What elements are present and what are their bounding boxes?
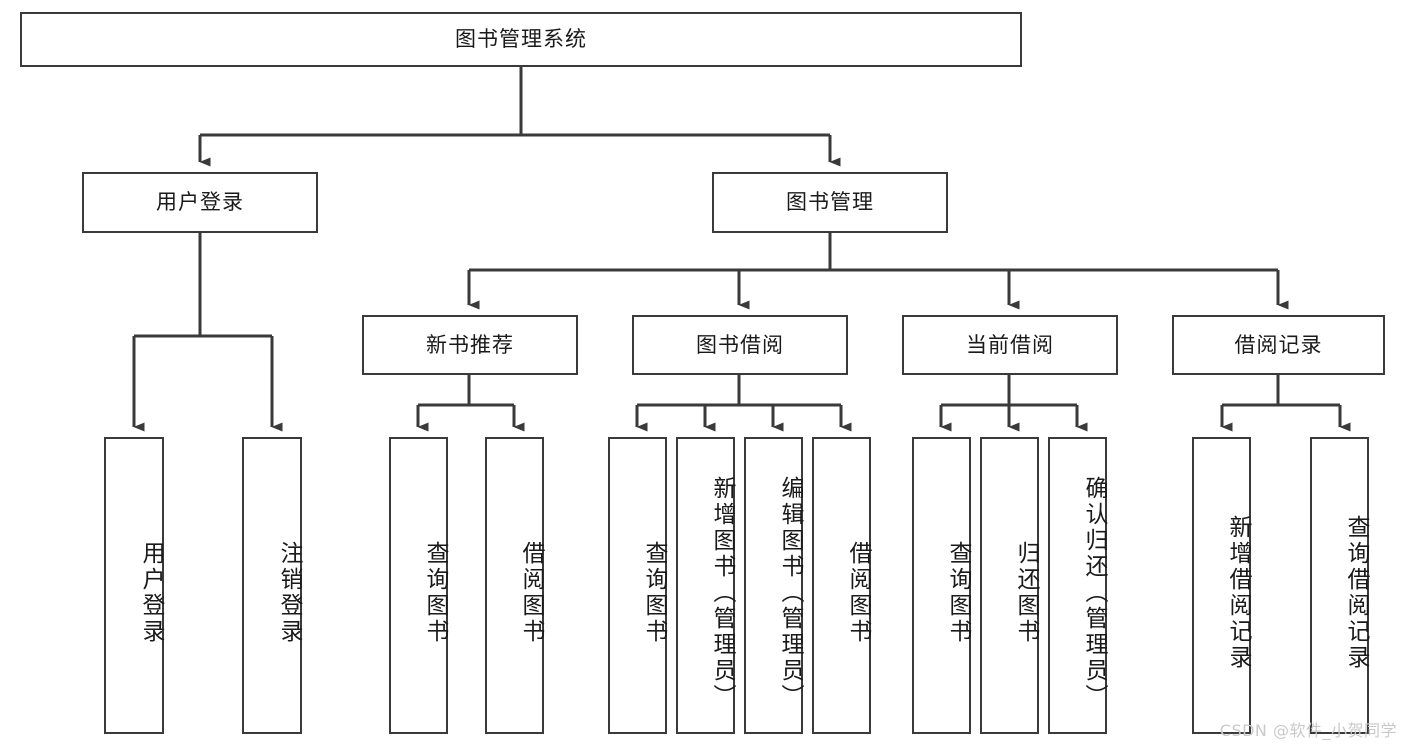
leaf-book-borrow-edit[interactable]: 编辑图书（管理员） [744, 437, 803, 734]
node-book-management[interactable]: 图书管理 [712, 172, 948, 233]
leaf-current-borrow-confirm-label: 确认归还（管理员） [1081, 475, 1107, 710]
leaf-current-borrow-query-label: 查询图书 [945, 540, 971, 645]
leaf-current-borrow-return-label: 归还图书 [1013, 540, 1039, 645]
leaf-user-login-login-label: 用户登录 [138, 540, 164, 645]
leaf-user-login-login[interactable]: 用户登录 [104, 437, 164, 734]
leaf-current-borrow-confirm[interactable]: 确认归还（管理员） [1048, 437, 1107, 734]
node-current-borrow-label: 当前借阅 [966, 332, 1054, 357]
leaf-book-borrow-edit-label: 编辑图书（管理员） [777, 475, 803, 710]
node-new-book-recommend[interactable]: 新书推荐 [362, 315, 578, 375]
leaf-borrow-record-query[interactable]: 查询借阅记录 [1310, 437, 1369, 734]
leaf-current-borrow-query[interactable]: 查询图书 [912, 437, 971, 734]
leaf-book-borrow-borrow-label: 借阅图书 [845, 540, 871, 645]
leaf-user-login-logout[interactable]: 注销登录 [242, 437, 302, 734]
leaf-new-book-query[interactable]: 查询图书 [389, 437, 448, 734]
leaf-new-book-borrow-label: 借阅图书 [518, 540, 544, 645]
leaf-borrow-record-add[interactable]: 新增借阅记录 [1192, 437, 1251, 734]
leaf-book-borrow-add-label: 新增图书（管理员） [709, 475, 735, 710]
leaf-current-borrow-return[interactable]: 归还图书 [980, 437, 1039, 734]
node-borrow-record[interactable]: 借阅记录 [1172, 315, 1385, 375]
leaf-new-book-query-label: 查询图书 [422, 540, 448, 645]
node-new-book-recommend-label: 新书推荐 [426, 332, 514, 357]
node-book-borrow-label: 图书借阅 [696, 332, 784, 357]
leaf-new-book-borrow[interactable]: 借阅图书 [485, 437, 544, 734]
leaf-book-borrow-borrow[interactable]: 借阅图书 [812, 437, 871, 734]
node-book-management-label: 图书管理 [786, 190, 874, 215]
node-borrow-record-label: 借阅记录 [1234, 332, 1323, 357]
node-root[interactable]: 图书管理系统 [20, 12, 1022, 67]
leaf-user-login-logout-label: 注销登录 [276, 540, 302, 645]
node-user-login-label: 用户登录 [156, 190, 244, 215]
leaf-borrow-record-add-label: 新增借阅记录 [1225, 514, 1251, 671]
leaf-book-borrow-add[interactable]: 新增图书（管理员） [676, 437, 735, 734]
leaf-borrow-record-query-label: 查询借阅记录 [1343, 514, 1369, 671]
node-root-label: 图书管理系统 [455, 27, 587, 52]
node-current-borrow[interactable]: 当前借阅 [902, 315, 1118, 375]
node-book-borrow[interactable]: 图书借阅 [632, 315, 848, 375]
leaf-book-borrow-query[interactable]: 查询图书 [608, 437, 667, 734]
leaf-book-borrow-query-label: 查询图书 [641, 540, 667, 645]
node-user-login[interactable]: 用户登录 [82, 172, 318, 233]
